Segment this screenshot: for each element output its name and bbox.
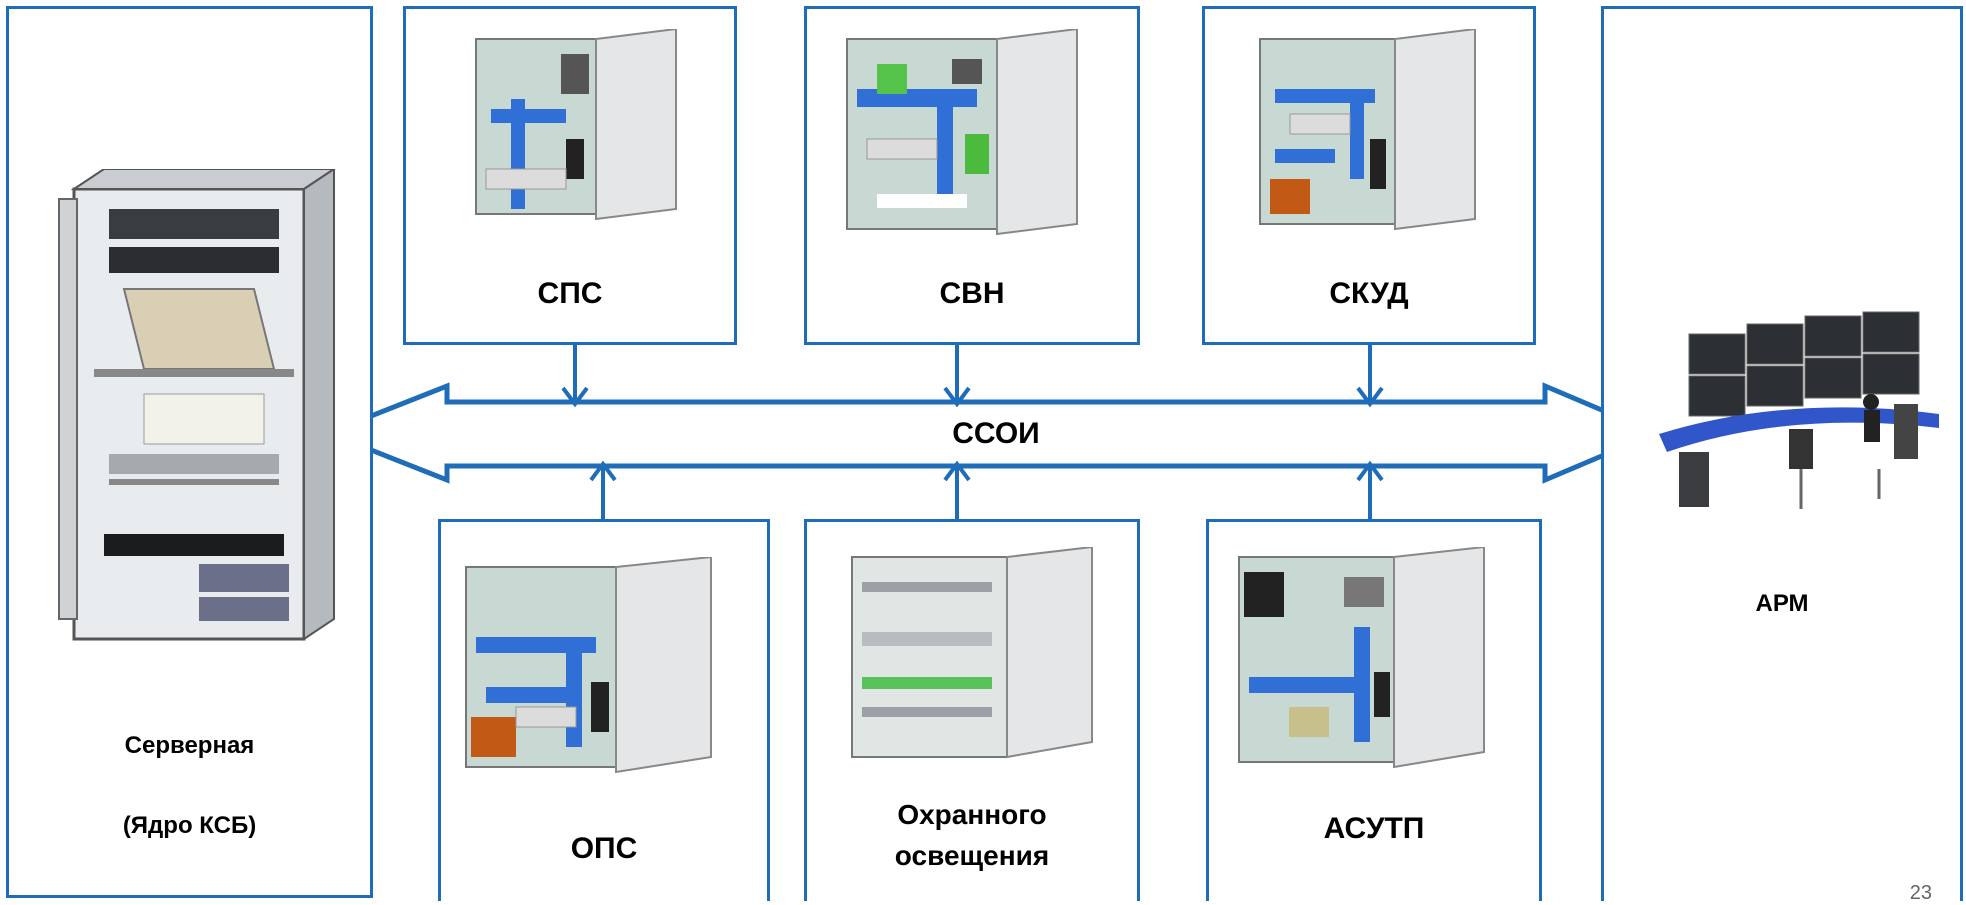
lighting-label-line2: освещения bbox=[894, 840, 1050, 871]
cabinet-illustration bbox=[846, 29, 1078, 236]
skud-box: СКУД bbox=[1202, 6, 1536, 345]
sps-label: СПС bbox=[537, 277, 603, 310]
lighting-box: Охранного освещения bbox=[804, 519, 1140, 901]
arrow-lighting-up bbox=[943, 460, 971, 519]
bus-label: ССОИ bbox=[952, 417, 1040, 450]
arrow-svn-down bbox=[943, 345, 971, 408]
sps-box: СПС bbox=[403, 6, 737, 345]
arrow-sps-down bbox=[561, 345, 589, 408]
svn-box: СВН bbox=[804, 6, 1140, 345]
asutp-box: АСУТП bbox=[1206, 519, 1542, 901]
operator-workstation-illustration bbox=[1659, 311, 1939, 509]
ops-box: ОПС bbox=[438, 519, 770, 901]
server-box: Серверная (Ядро КСБ) bbox=[6, 6, 373, 898]
page-number: 23 bbox=[1909, 882, 1932, 904]
cabinet-illustration bbox=[465, 557, 712, 774]
cabinet-illustration bbox=[1238, 547, 1485, 769]
server-title: Серверная bbox=[124, 732, 255, 759]
svn-label: СВН bbox=[939, 277, 1005, 310]
lighting-label-line1: Охранного bbox=[897, 799, 1047, 830]
ops-label: ОПС bbox=[570, 832, 638, 865]
server-subtitle: (Ядро КСБ) bbox=[122, 812, 257, 839]
arm-label: АРМ bbox=[1755, 590, 1809, 617]
skud-label: СКУД bbox=[1329, 277, 1409, 310]
arrow-ops-up bbox=[589, 460, 617, 519]
cabinet-illustration bbox=[1259, 29, 1476, 231]
cabinet-illustration bbox=[851, 547, 1093, 759]
cabinet-illustration bbox=[475, 29, 677, 221]
arm-box: АРМ 23 bbox=[1601, 6, 1963, 904]
arrow-skud-down bbox=[1356, 345, 1384, 408]
arrow-asutp-up bbox=[1356, 460, 1384, 519]
asutp-label: АСУТП bbox=[1323, 812, 1425, 845]
server-rack-illustration bbox=[58, 169, 336, 641]
